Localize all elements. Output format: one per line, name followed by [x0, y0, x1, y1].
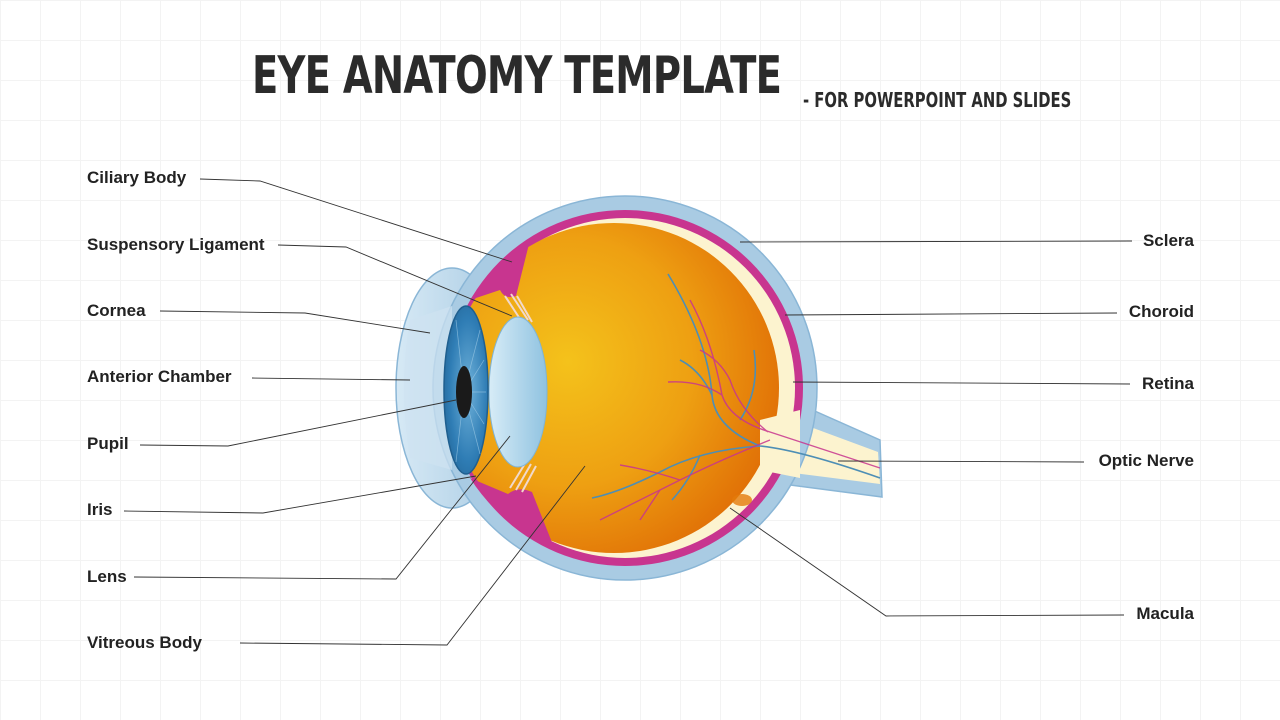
macula — [732, 494, 752, 506]
page-title: EYE ANATOMY TEMPLATE — [252, 46, 782, 106]
label-iris: Iris — [87, 500, 113, 519]
label-choroid: Choroid — [1128, 302, 1194, 321]
anterior-chamber — [404, 306, 452, 470]
retinal-blood-vessels — [599, 299, 881, 521]
label-ciliary-body: Ciliary Body — [87, 168, 187, 187]
ciliary-body-top — [470, 240, 530, 300]
suspensory-ligaments — [504, 293, 537, 493]
label-sclera: Sclera — [1142, 231, 1194, 250]
retinal-nerve-vessels — [591, 273, 881, 501]
optic-disc — [760, 410, 800, 478]
label-suspensory-ligament: Suspensory Ligament — [87, 235, 265, 254]
label-anterior-chamber: Anterior Chamber — [87, 367, 232, 386]
label-lens: Lens — [87, 567, 127, 586]
pupil — [456, 366, 472, 418]
label-vitreous-body: Vitreous Body — [87, 633, 202, 652]
label-retina: Retina — [1142, 374, 1194, 393]
label-optic-nerve: Optic Nerve — [1098, 451, 1194, 470]
label-pupil: Pupil — [87, 434, 129, 453]
vitreous-body — [449, 223, 779, 553]
label-macula: Macula — [1136, 604, 1194, 623]
lens — [488, 316, 548, 468]
page-subtitle: - FOR POWERPOINT AND SLIDES — [803, 88, 1072, 112]
leader-lines — [123, 178, 1133, 646]
label-cornea: Cornea — [87, 301, 146, 320]
